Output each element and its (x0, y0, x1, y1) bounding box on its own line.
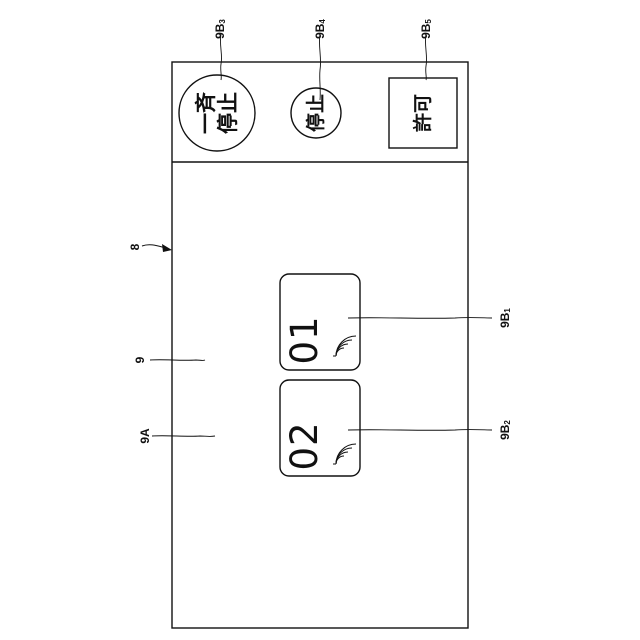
all-stop-button[interactable]: 一斉 停止 (193, 85, 241, 141)
ref-label-unit-01: 9B1 (498, 298, 512, 338)
ref-label-unit-02: 9B2 (498, 410, 512, 450)
stop-button[interactable]: 停止 (292, 85, 340, 141)
all-stop-label-line2: 停止 (217, 92, 239, 134)
ref-label-area: 9A (138, 416, 152, 456)
ref-label-permit: 9B5 (419, 9, 433, 49)
permit-button[interactable]: 許可 (399, 85, 447, 141)
ref-label-all-stop: 9B3 (213, 9, 227, 49)
stop-label: 停止 (305, 94, 327, 132)
ref-label-device: 8 (128, 227, 142, 267)
leader-line-9A (152, 436, 215, 437)
permit-label: 許可 (412, 94, 434, 132)
all-stop-label-line1: 一斉 (195, 92, 217, 134)
arrowhead-8 (162, 244, 172, 252)
leader-line-9 (150, 360, 205, 361)
unit-card-02[interactable]: 02 (283, 411, 327, 481)
unit-number-02: 02 (283, 421, 326, 470)
leader-line-9B1 (348, 318, 492, 319)
ref-label-screen: 9 (133, 340, 147, 380)
unit-number-01: 01 (283, 315, 326, 364)
ref-label-stop: 9B4 (313, 9, 327, 49)
unit-card-01[interactable]: 01 (283, 305, 327, 375)
leader-line-9B2 (348, 430, 492, 431)
